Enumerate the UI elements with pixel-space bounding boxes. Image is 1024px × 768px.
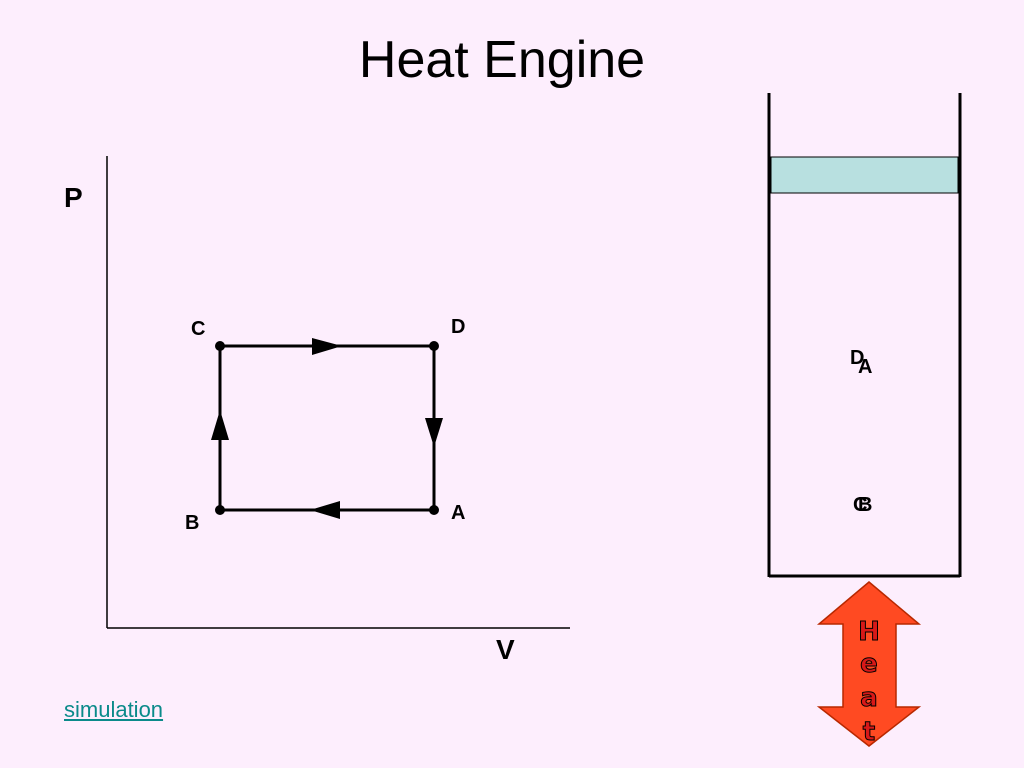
arrow-right-icon (312, 338, 342, 355)
point-b (215, 505, 225, 515)
point-a-label: A (451, 502, 466, 524)
heat-letter-e: e (860, 649, 878, 679)
cylinder-label-c: C (853, 494, 868, 516)
heat-arrow: H e a t (816, 581, 922, 748)
pv-axes (106, 156, 570, 629)
point-c (215, 341, 225, 351)
point-d (429, 341, 439, 351)
arrow-down-icon (425, 418, 443, 447)
arrow-up-icon (211, 410, 229, 440)
piston[interactable] (770, 156, 959, 194)
point-b-label: B (185, 512, 200, 534)
point-a (429, 505, 439, 515)
point-d-label: D (451, 316, 466, 338)
heat-letter-a: a (860, 683, 878, 713)
heat-double-arrow-icon (816, 581, 922, 747)
y-axis-label: P (64, 182, 83, 213)
simulation-link[interactable]: simulation (64, 697, 164, 722)
cylinder-label-a: A (858, 356, 873, 378)
point-c-label: C (191, 318, 206, 340)
pv-cycle (218, 344, 436, 512)
x-axis-label: V (496, 634, 515, 665)
page-title: Heat Engine (358, 31, 646, 89)
cylinder-label-b: B (858, 494, 873, 516)
cylinder-label-d: D (850, 347, 865, 369)
cylinder (767, 93, 962, 578)
arrow-left-icon (310, 501, 340, 519)
heat-letter-t: t (863, 717, 875, 747)
heat-letter-h: H (858, 617, 880, 647)
